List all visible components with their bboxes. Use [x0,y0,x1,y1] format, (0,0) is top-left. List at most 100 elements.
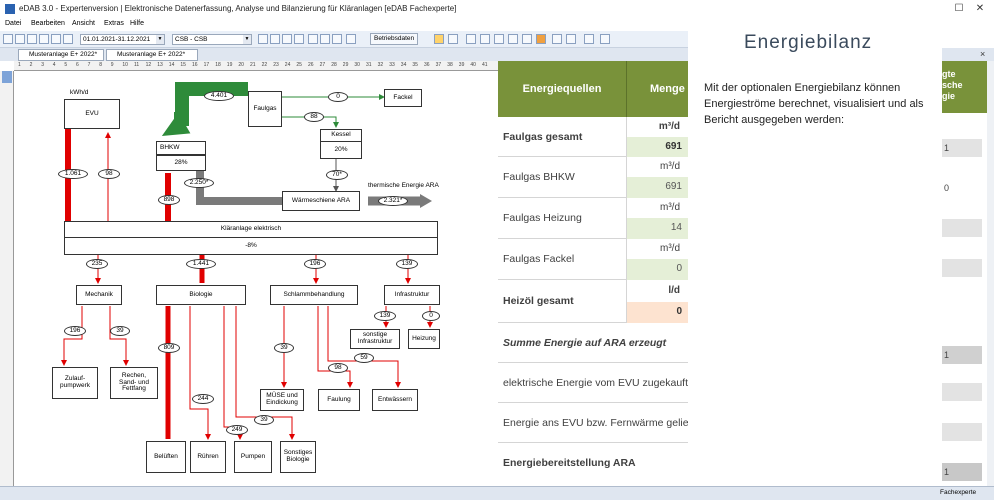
evu-node[interactable]: EVU [64,99,120,129]
plant-select[interactable]: CSB - CSB ▼ [172,34,252,45]
flow-value-bhkw-electric: 898 [158,195,180,205]
pumpen-node[interactable]: Pumpen [234,441,272,473]
heizung-node[interactable]: Heizung [408,329,440,349]
export-icon[interactable] [51,34,61,44]
sonstiges-biologie-node[interactable]: Sonstiges Biologie [280,441,316,473]
ruler-tick-label: 7 [87,62,91,68]
table-row[interactable]: Energiebereitstellung ARA [498,443,688,486]
ruler-tick-label: 8 [99,62,102,68]
tool-icon-5[interactable] [308,34,318,44]
flow-value-kessel: 88 [304,112,324,122]
waermeschiene-node[interactable]: Wärmeschiene ARA [282,191,360,211]
ruler-tick-label: 25 [296,62,302,68]
flow-value-muese: 39 [274,343,294,353]
tool-icon-4[interactable] [294,34,304,44]
vertical-scrollbar[interactable] [987,61,994,486]
new-file-icon[interactable] [3,34,13,44]
ruehren-node[interactable]: Rühren [190,441,226,473]
tool-icon-18[interactable] [566,34,576,44]
schlammbehandlung-node[interactable]: Schlammbehandlung [270,285,358,305]
tool-icon-7[interactable] [332,34,342,44]
date-range-value: 01.01.2021-31.12.2021 [83,36,151,43]
tool-icon-10[interactable] [448,34,458,44]
tab-musteranlage-2[interactable]: Musteranlage E+ 2022* [106,49,198,61]
tool-icon-19[interactable] [584,34,594,44]
flow-value-ruehren: 244 [192,394,214,404]
right-cell: 1 [942,139,982,157]
close-button[interactable]: ✕ [975,3,985,14]
tool-icon-15[interactable] [522,34,532,44]
bhkw-node[interactable]: BHKW [156,141,206,155]
table-row[interactable]: Faulgas Fackel m³/d 0 [498,239,688,280]
ruler-tick-label: 28 [331,62,337,68]
tool-icon-20[interactable] [600,34,610,44]
tab-musteranlage-1[interactable]: Musteranlage E+ 2022* [18,49,104,61]
ruler-tick-label: 11 [134,62,140,68]
close-tab-icon[interactable]: × [980,49,986,59]
zulaufpumpwerk-node[interactable]: Zulauf- pumpwerk [52,367,98,399]
menu-ansicht[interactable]: Ansicht [72,20,95,27]
info-title: Energiebilanz [744,32,873,53]
tool-icon-8[interactable] [346,34,356,44]
row-label: Energie ans EVU bzw. Fernwärme geliefert [503,417,688,429]
ruler-tick-label: 17 [203,62,210,68]
maximize-button[interactable]: ☐ [954,3,964,14]
tool-icon-6[interactable] [320,34,330,44]
ruler-tick-label: 18 [215,62,221,68]
column-header-menge: Menge [650,83,685,95]
tool-icon-2[interactable] [270,34,280,44]
betriebsdaten-button[interactable]: Betriebsdaten [370,33,419,45]
sonstige-infrastruktur-node[interactable]: sonstige Infrastruktur [350,329,400,349]
faulgas-node[interactable]: Faulgas [248,91,282,127]
belueften-node[interactable]: Belüften [146,441,186,473]
open-file-icon[interactable] [15,34,25,44]
value-cell [626,137,688,157]
ruler-tick-label: 23 [273,62,279,68]
row-value: 691 [665,141,682,152]
table-row[interactable]: Faulgas BHKW m³/d 691 [498,157,688,198]
table-row[interactable]: Faulgas Heizung m³/d 14 [498,198,688,239]
table-row[interactable]: Summe Energie auf ARA erzeugt [498,323,688,363]
save-icon[interactable] [27,34,37,44]
tool-icon-13[interactable] [494,34,504,44]
report-icon[interactable] [63,34,73,44]
mechanik-node[interactable]: Mechanik [76,285,122,305]
klaeranlage-node[interactable]: Kläranlage elektrisch [64,221,438,238]
tool-icon-17[interactable] [552,34,562,44]
energy-flow-diagram[interactable]: kWh/d EVU Faulgas Fackel BHKW 28% Kessel… [14,71,498,486]
fackel-node[interactable]: Fackel [384,89,422,107]
ruler-tick-label: 22 [261,62,268,68]
plant-value: CSB - CSB [175,36,208,43]
print-icon[interactable] [39,34,49,44]
chevron-down-icon: ▼ [156,35,164,44]
date-range-select[interactable]: 01.01.2021-31.12.2021 ▼ [80,34,165,45]
flow-value-thermische: 2.321* [378,196,408,206]
menu-hilfe[interactable]: Hilfe [130,20,145,27]
ruler-tick-label: 32 [377,62,384,68]
menu-bearbeiten[interactable]: Bearbeiten [31,20,65,27]
table-row[interactable]: Faulgas gesamt m³/d 691 [498,117,688,157]
tool-icon-11[interactable] [466,34,476,44]
tool-icon-3[interactable] [282,34,292,44]
tool-icon-1[interactable] [258,34,268,44]
tool-icon-9[interactable] [434,34,444,44]
table-row[interactable]: Energie ans EVU bzw. Fernwärme geliefert [498,403,688,443]
ruler-tick-label: 12 [145,62,152,68]
faulung-node[interactable]: Faulung [318,389,360,411]
menu-datei[interactable]: Datei [5,20,22,27]
tool-icon-14[interactable] [508,34,518,44]
kessel-node[interactable]: Kessel [320,129,362,141]
tool-icon-12[interactable] [480,34,490,44]
rechen-node[interactable]: Rechen, Sand- und Fettfang [110,367,158,399]
muese-node[interactable]: MÜSE und Eindickung [260,389,304,411]
ruler-vertical [0,71,14,486]
table-row[interactable]: elektrische Energie vom EVU zugekauft [498,363,688,403]
menu-extras[interactable]: Extras [104,20,124,27]
infrastruktur-node[interactable]: Infrastruktur [384,285,440,305]
entwaessern-node[interactable]: Entwässern [372,389,418,411]
ruler-tick-label: 14 [168,62,175,68]
tool-icon-16[interactable] [536,34,546,44]
biologie-node[interactable]: Biologie [156,285,246,305]
table-row[interactable]: Heizöl gesamt l/d 0 [498,280,688,323]
flow-value-faulgas-bhkw: 4.401 [204,91,234,101]
